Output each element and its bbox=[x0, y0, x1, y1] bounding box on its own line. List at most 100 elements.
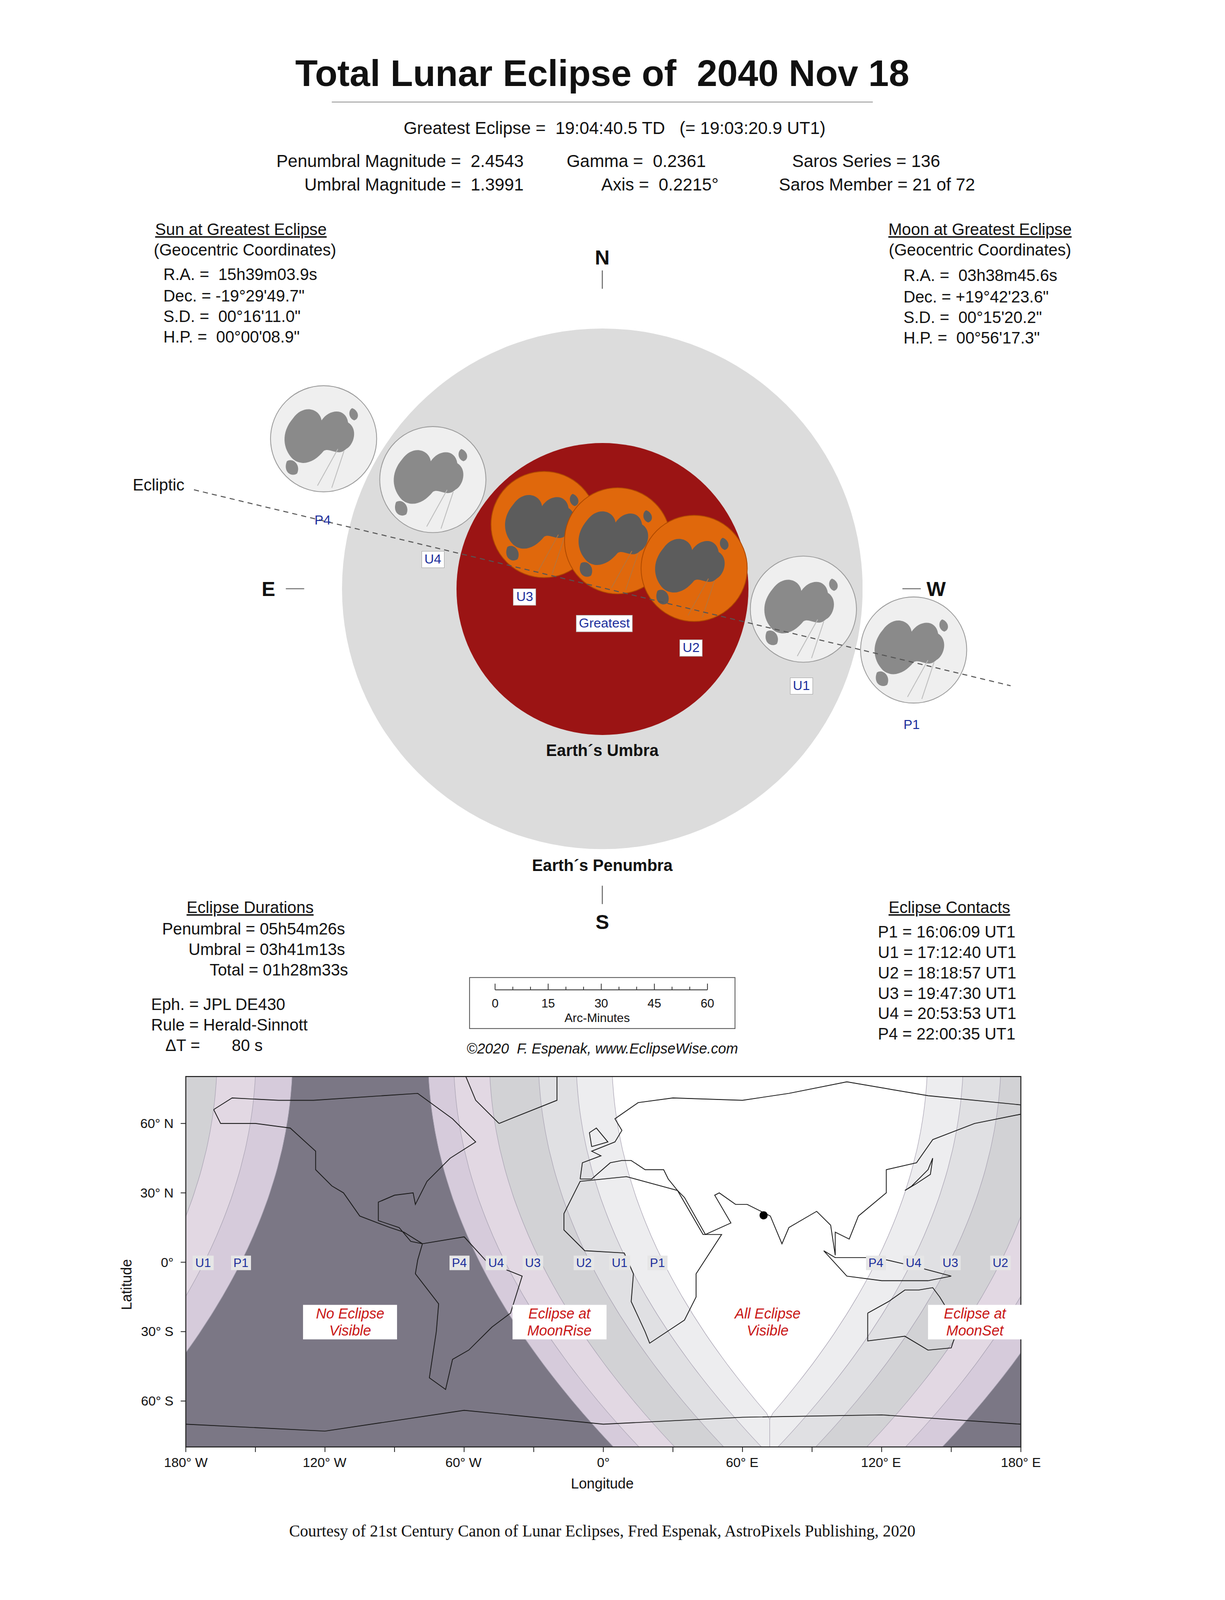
scale-unit: Arc-Minutes bbox=[564, 1010, 630, 1025]
duration: Penumbral = 05h54m26s bbox=[162, 919, 345, 939]
latitude-label: 60° S bbox=[141, 1393, 174, 1410]
parameter-slot: Gamma = 0.2361 bbox=[566, 151, 706, 172]
block-heading-slot: Eclipse Durations bbox=[186, 897, 314, 917]
map-contact: P1 bbox=[231, 1255, 251, 1270]
scale-tick bbox=[654, 983, 655, 990]
coordinate-slot: H.P. = 00°56'17.3" bbox=[903, 328, 1040, 348]
moon-ray bbox=[441, 492, 454, 529]
axis-tick bbox=[951, 1447, 952, 1452]
map-contact-slot: U2 bbox=[573, 1255, 594, 1270]
drawing-part bbox=[194, 490, 1011, 686]
axis-tick bbox=[180, 1123, 186, 1124]
credit-line-slot: Courtesy of 21st Century Canon of Lunar … bbox=[289, 1521, 916, 1541]
moon-maria bbox=[505, 494, 579, 561]
longitude-label-slot: 0° bbox=[597, 1455, 610, 1471]
longitude-label: 180° W bbox=[164, 1455, 208, 1471]
axis-tick bbox=[811, 1447, 813, 1452]
map-contact: P4 bbox=[449, 1255, 470, 1270]
moon-disc bbox=[270, 385, 377, 492]
longitude-label: 120° W bbox=[303, 1455, 347, 1471]
map-contact: U3 bbox=[522, 1255, 543, 1270]
coordinate-slot: R.A. = 15h39m03.9s bbox=[163, 265, 318, 285]
duration: Total = 01h28m33s bbox=[209, 960, 348, 980]
latitude-label: 0° bbox=[161, 1255, 174, 1271]
scale-number: 45 bbox=[647, 996, 661, 1011]
page-title-slot: Total Lunar Eclipse of 2040 Nov 18 bbox=[295, 51, 910, 96]
moon bbox=[750, 556, 857, 662]
region-label: Eclipse at MoonSet bbox=[928, 1305, 1022, 1340]
longitude-label-slot: 180° W bbox=[164, 1455, 208, 1471]
moon-ray bbox=[426, 490, 447, 527]
map-contact-slot: P1 bbox=[231, 1255, 251, 1270]
compass-letter: E bbox=[261, 577, 275, 602]
shadow-disc bbox=[456, 443, 749, 735]
parameter: Gamma = 0.2361 bbox=[566, 151, 706, 172]
visibility-band bbox=[186, 1076, 256, 1447]
parameter-slot: Umbral Magnitude = 1.3991 bbox=[304, 174, 524, 196]
block-subheading-slot: (Geocentric Coordinates) bbox=[154, 240, 337, 260]
drawing-part bbox=[186, 1076, 1021, 1447]
drawing-part bbox=[286, 270, 921, 904]
coordinate: R.A. = 15h39m03.9s bbox=[163, 265, 318, 285]
longitude-label-slot: 60° E bbox=[726, 1455, 759, 1471]
coastline bbox=[213, 1093, 476, 1244]
longitude-label: 0° bbox=[597, 1455, 610, 1471]
visibility-band bbox=[454, 1076, 1021, 1447]
axis-tick bbox=[1020, 1447, 1022, 1452]
region-label-slot: No Eclipse Visible bbox=[303, 1305, 397, 1340]
moon-maria bbox=[578, 510, 652, 577]
map-contact-slot: U1 bbox=[193, 1255, 214, 1270]
compass-letter-slot: E bbox=[261, 577, 275, 602]
drawing-part bbox=[602, 885, 603, 904]
coordinate: Dec. = -19°29'49.7" bbox=[163, 286, 305, 306]
eclipse-time-slot: Greatest Eclipse = 19:04:40.5 TD (= 19:0… bbox=[403, 118, 826, 139]
block-subheading: (Geocentric Coordinates) bbox=[154, 240, 337, 260]
coastline bbox=[905, 1158, 933, 1191]
latitude-label: 60° N bbox=[140, 1116, 174, 1132]
shadow-name-slot: Earth´s Penumbra bbox=[532, 856, 673, 876]
compass-letter: S bbox=[595, 909, 609, 934]
map-contact: U2 bbox=[990, 1255, 1011, 1270]
drawing-part bbox=[186, 1076, 1021, 1447]
moon bbox=[270, 385, 377, 492]
scale-number: 60 bbox=[700, 996, 714, 1011]
contact-label: P4 bbox=[314, 512, 331, 529]
scale-tick bbox=[565, 986, 567, 990]
contact-label: U2 bbox=[679, 640, 703, 657]
region-label-slot: Eclipse at MoonRise bbox=[512, 1305, 607, 1340]
moon-disc bbox=[641, 515, 747, 622]
ecliptic-label-slot: Ecliptic bbox=[132, 475, 184, 495]
moon-ray bbox=[797, 619, 818, 656]
coordinate-slot: Dec. = +19°42'23.6" bbox=[903, 287, 1049, 307]
contact-label-slot: Greatest bbox=[576, 615, 633, 633]
longitude-label-slot: 60° W bbox=[445, 1455, 482, 1471]
drawing-part bbox=[495, 983, 708, 990]
scale-tick bbox=[671, 986, 673, 990]
compass-letter-slot: W bbox=[926, 577, 946, 602]
scale-number-slot: 0 bbox=[491, 996, 499, 1011]
parameter: Umbral Magnitude = 1.3991 bbox=[304, 174, 524, 196]
axis-tick bbox=[255, 1447, 256, 1452]
map-contact-slot: U3 bbox=[522, 1255, 543, 1270]
moon-maria bbox=[874, 619, 948, 686]
region-label: No Eclipse Visible bbox=[303, 1305, 397, 1340]
drawing-part bbox=[286, 588, 305, 590]
moon-maria bbox=[655, 538, 729, 605]
scale-tick bbox=[636, 986, 638, 990]
map-contact: U1 bbox=[193, 1255, 214, 1270]
latitude-label-slot: 60° S bbox=[141, 1393, 174, 1410]
map-contact: U3 bbox=[940, 1255, 961, 1270]
contact-label-slot: U3 bbox=[513, 588, 536, 606]
drawing-part bbox=[180, 1123, 1021, 1452]
moon bbox=[860, 597, 967, 703]
contact-label-slot: P4 bbox=[314, 512, 331, 529]
visibility-band bbox=[538, 1076, 1001, 1447]
block-heading: Eclipse Durations bbox=[186, 897, 314, 917]
axis-tick bbox=[394, 1447, 395, 1452]
contact-time-slot: U1 = 17:12:40 UT1 bbox=[878, 942, 1017, 962]
coordinate-slot: Dec. = -19°29'49.7" bbox=[163, 286, 305, 306]
axis-tick bbox=[742, 1447, 743, 1452]
shadow-name: Earth´s Umbra bbox=[546, 740, 659, 760]
shadow-name-slot: Earth´s Umbra bbox=[546, 740, 659, 760]
page-title: Total Lunar Eclipse of 2040 Nov 18 bbox=[295, 51, 910, 96]
